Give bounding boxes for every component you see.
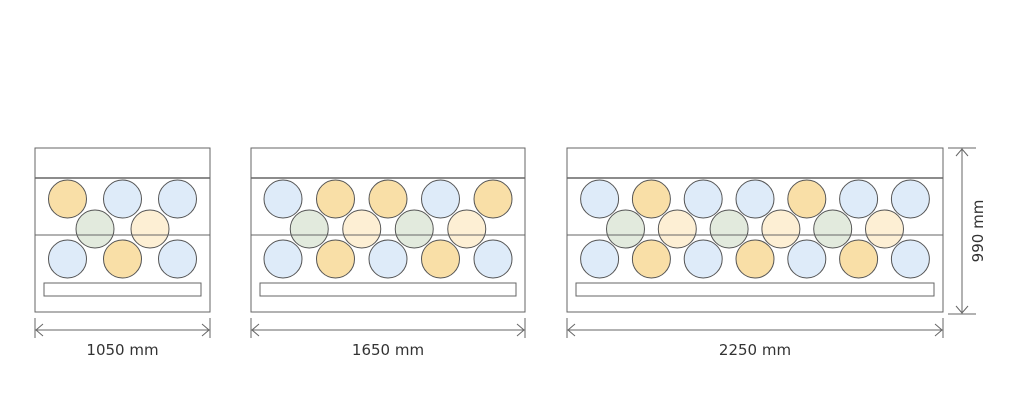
width-dimension: 1650 mm — [250, 318, 526, 359]
bottom-row-circle — [631, 239, 671, 279]
top-row-circle — [631, 179, 671, 219]
bottom-row-circle — [48, 239, 87, 279]
bottom-row-circle — [839, 239, 879, 279]
top-row-circle — [368, 179, 408, 219]
top-row-circle — [787, 179, 827, 219]
middle-row-circle — [130, 209, 170, 249]
middle-row-circle — [865, 209, 904, 249]
top-row-circle — [316, 179, 355, 219]
bottom-row-circle — [316, 239, 355, 279]
bottom-row-circle — [890, 239, 930, 279]
middle-row-circle — [394, 209, 434, 249]
height-dimension: 990 mm — [948, 147, 987, 315]
middle-row-circle — [342, 209, 382, 249]
display-unit-1: 1050 mm — [34, 147, 211, 359]
middle-row-circle — [813, 209, 853, 249]
width-label: 2250 mm — [719, 341, 791, 359]
top-row-circle — [580, 179, 620, 219]
bottom-row-circle — [735, 239, 775, 279]
base-bar — [259, 282, 517, 297]
width-dimension: 1050 mm — [34, 318, 211, 359]
top-row-circle — [473, 179, 513, 219]
bottom-row-circle — [473, 239, 513, 279]
middle-row-circle — [289, 209, 329, 249]
middle-row-circle — [657, 209, 697, 249]
middle-row-circle — [447, 209, 487, 249]
bottom-row-circle — [787, 239, 827, 279]
middle-row-circle — [75, 209, 115, 249]
height-label: 990 mm — [969, 200, 987, 263]
display-unit-3: 2250 mm — [566, 147, 944, 359]
top-row-circle — [839, 179, 879, 219]
bottom-row-circle — [263, 239, 303, 279]
middle-row-circle — [606, 209, 645, 249]
base-bar — [575, 282, 935, 297]
middle-row-circle — [709, 209, 749, 249]
bottom-row-circle — [683, 239, 723, 279]
top-row-circle — [158, 179, 197, 219]
bottom-row-circle — [580, 239, 620, 279]
bottom-row-circle — [368, 239, 408, 279]
base-bar — [43, 282, 202, 297]
top-row-circle — [735, 179, 775, 219]
middle-row-circle — [761, 209, 801, 249]
bottom-row-circle — [158, 239, 197, 279]
width-label: 1650 mm — [352, 341, 424, 359]
width-label: 1050 mm — [86, 341, 158, 359]
top-row-circle — [48, 179, 87, 219]
bottom-row-circle — [421, 239, 460, 279]
top-row-circle — [890, 179, 930, 219]
width-dimension: 2250 mm — [566, 318, 944, 359]
bottom-row-circle — [103, 239, 142, 279]
top-row-circle — [263, 179, 303, 219]
top-row-circle — [421, 179, 460, 219]
top-row-circle — [683, 179, 723, 219]
display-unit-2: 1650 mm — [250, 147, 526, 359]
top-row-circle — [103, 179, 142, 219]
